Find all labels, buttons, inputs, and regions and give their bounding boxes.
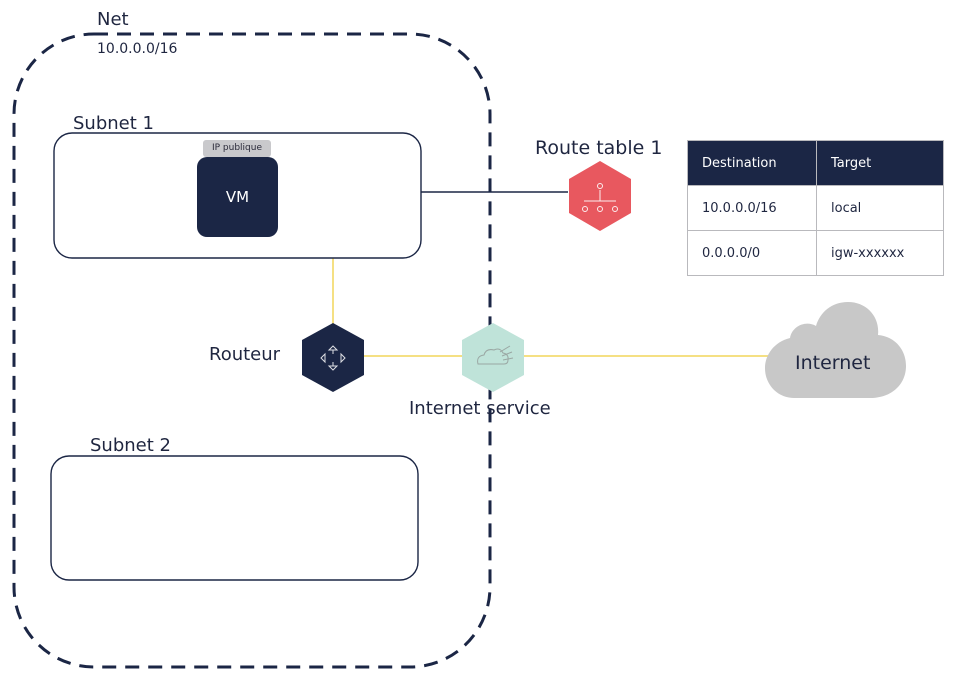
route-table-icon[interactable] — [569, 161, 631, 231]
net-title: Net — [97, 9, 129, 30]
route-destination-cell: 0.0.0.0/0 — [687, 230, 817, 276]
public-ip-badge: IP publique — [203, 140, 271, 157]
vm-node[interactable]: VM — [197, 157, 278, 237]
route-destination-cell: 10.0.0.0/16 — [687, 185, 817, 231]
internet-label: Internet — [795, 352, 871, 374]
route-table-title: Route table 1 — [535, 137, 663, 159]
route-target-cell: igw-xxxxxx — [816, 230, 944, 276]
subnet-2-label: Subnet 2 — [90, 435, 171, 456]
route-table-header-target: Target — [816, 140, 944, 186]
route-table-row: 0.0.0.0/0 igw-xxxxxx — [687, 230, 944, 276]
vm-label: VM — [225, 188, 250, 206]
internet-gateway-icon[interactable] — [462, 323, 524, 392]
route-table: Destination Target 10.0.0.0/16 local 0.0… — [687, 140, 944, 276]
route-target-cell: local — [816, 185, 944, 231]
router-icon[interactable] — [302, 323, 364, 392]
route-table-header-destination: Destination — [687, 140, 817, 186]
router-label: Routeur — [209, 344, 281, 365]
route-table-row: 10.0.0.0/16 local — [687, 185, 944, 231]
subnet-1-label: Subnet 1 — [73, 113, 154, 134]
internet-service-label: Internet service — [409, 398, 551, 419]
subnet-2-box[interactable] — [50, 455, 419, 581]
cloud-icon[interactable] — [765, 302, 906, 398]
net-cidr: 10.0.0.0/16 — [97, 41, 178, 57]
route-table-header-row: Destination Target — [687, 140, 944, 186]
